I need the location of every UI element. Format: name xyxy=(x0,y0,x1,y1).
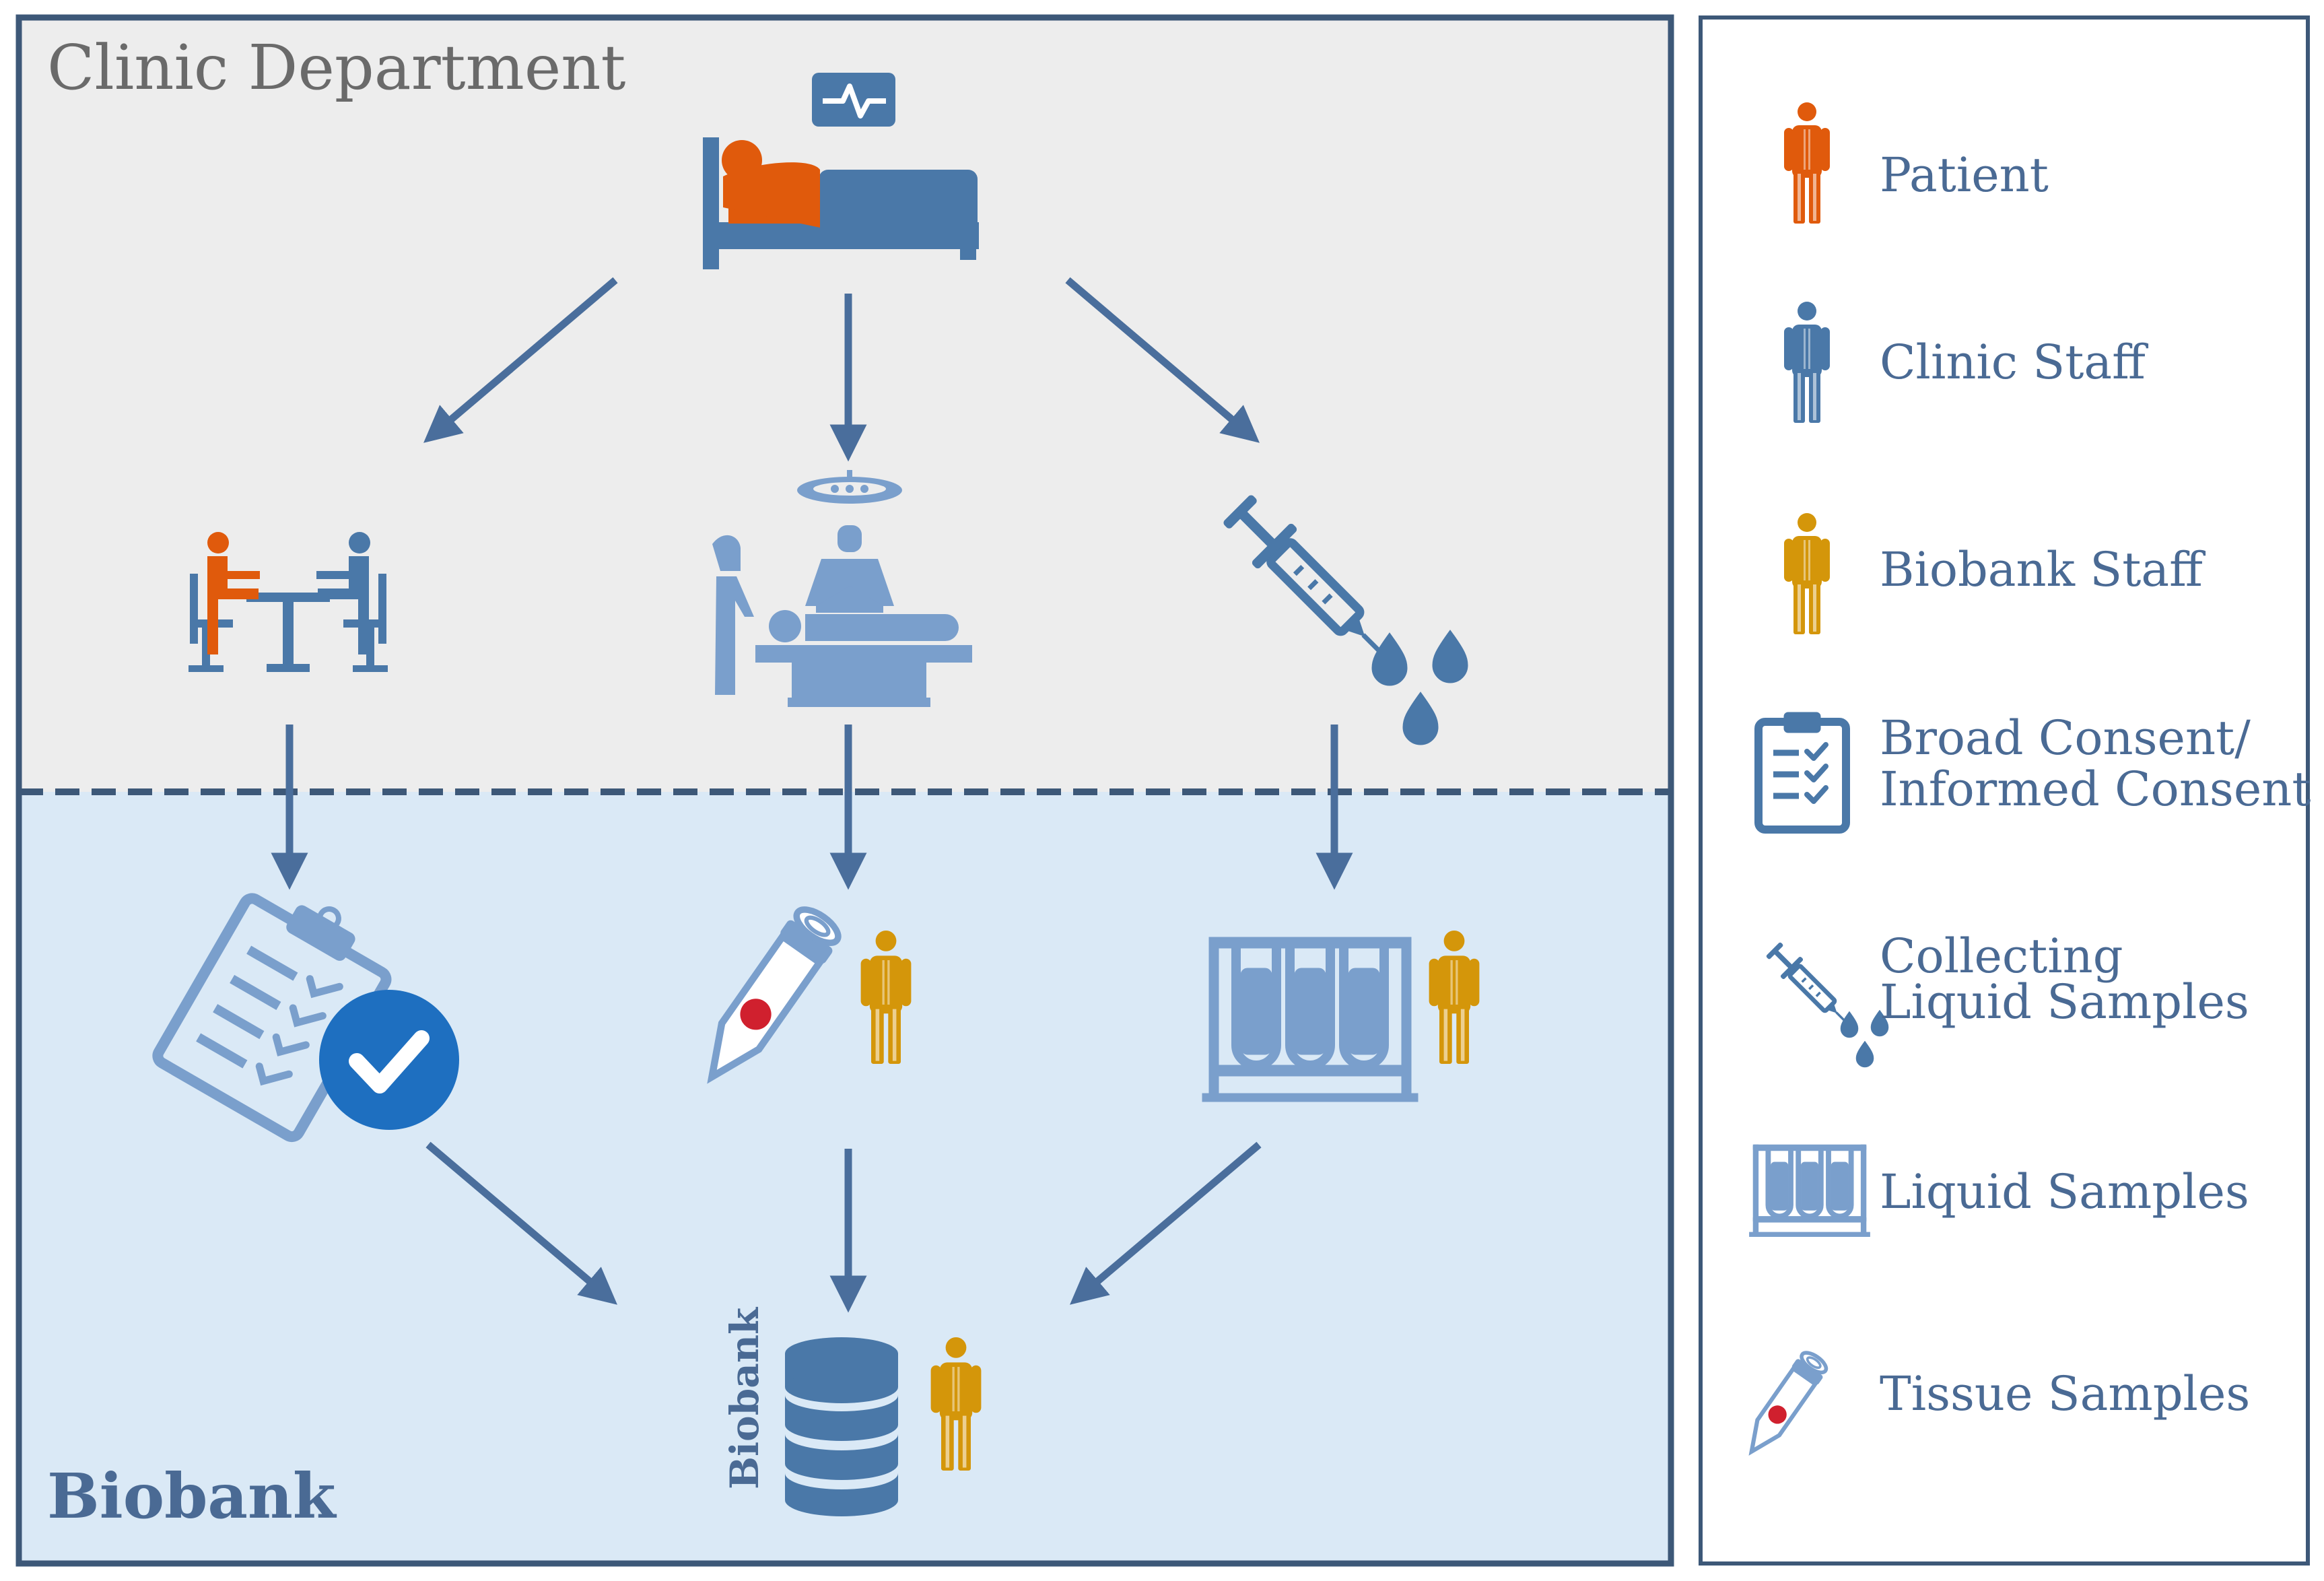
edge-consent-to-biobank xyxy=(425,1141,617,1305)
edge-bed-to-consultation xyxy=(423,277,618,443)
hospital-bed-with-heart-monitor-icon xyxy=(703,73,979,269)
diagram-frame xyxy=(15,14,1674,1567)
legend-item-biobank-staff: Biobank Staff xyxy=(1784,513,2206,634)
legend-label-tissue-samples: Tissue Samples xyxy=(1880,1366,2250,1421)
legend-item-consent: Broad Consent/ Informed Consent xyxy=(1758,710,2311,830)
operating-room-surgery-icon xyxy=(712,470,972,707)
flow-arrows xyxy=(271,277,1353,1313)
legend-item-patient: Patient xyxy=(1784,102,2049,224)
database-storage-icon xyxy=(785,1337,898,1516)
edge-liquid-samples-to-biobank xyxy=(1070,1141,1262,1305)
legend-label-biobank-staff: Biobank Staff xyxy=(1880,542,2206,597)
biobank-title: Biobank xyxy=(47,1460,337,1533)
legend-item-clinic-staff: Clinic Staff xyxy=(1784,302,2148,423)
legend-label-liquid-samples: Liquid Samples xyxy=(1880,1164,2249,1219)
legend-label-collecting-line1: Collecting xyxy=(1880,929,2123,984)
legend-label-patient: Patient xyxy=(1880,147,2049,203)
legend-panel xyxy=(1699,15,2310,1566)
legend-item-collecting-liquid: Collecting Liquid Samples xyxy=(1763,929,2249,1067)
legend-label-clinic-staff: Clinic Staff xyxy=(1880,335,2148,390)
patient-staff-consultation-icon xyxy=(189,532,388,672)
edge-bed-to-liquid-collection xyxy=(1065,277,1260,443)
legend-label-consent-line1: Broad Consent/ xyxy=(1880,710,2251,766)
biobank-storage-label: Biobank xyxy=(722,1306,767,1489)
legend-item-tissue-samples: Tissue Samples xyxy=(1738,1348,2250,1460)
legend-label-collecting-line2: Liquid Samples xyxy=(1880,974,2249,1030)
legend-label-consent-line2: Informed Consent xyxy=(1880,762,2311,817)
legend-item-liquid-samples: Liquid Samples xyxy=(1749,1145,2249,1237)
signed-consent-clipboard-icon xyxy=(152,893,459,1143)
clinic-department-title: Clinic Department xyxy=(47,32,626,104)
